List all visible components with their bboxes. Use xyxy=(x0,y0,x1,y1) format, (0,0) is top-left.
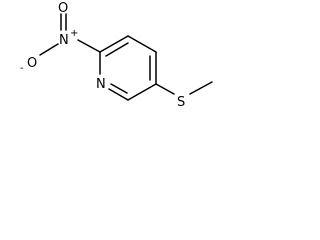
sulfur-label: S xyxy=(177,95,185,110)
bond-s-methyl xyxy=(189,81,213,95)
bond-c5-s xyxy=(155,83,175,95)
nitro-oxygen-left-label: O xyxy=(27,56,37,71)
nitro-nitrogen-label: N xyxy=(59,33,69,48)
bond-nitro-n-o-left xyxy=(39,43,59,56)
bond-c6-n1-double xyxy=(110,83,128,94)
molecule-structure: N + O O - N S xyxy=(20,1,213,110)
nitro-oxygen-top-label: O xyxy=(58,1,68,16)
bond-c2-c3-double xyxy=(105,42,129,57)
pyridine-ring xyxy=(99,35,157,101)
ring-nitrogen-label: N xyxy=(96,77,106,92)
nitro-nitrogen-charge: + xyxy=(70,28,78,39)
bond-c5-c6 xyxy=(127,83,157,101)
methylthio-group: S xyxy=(155,81,213,110)
bond-c3-c4 xyxy=(127,35,157,53)
nitro-oxygen-left-charge: - xyxy=(20,63,24,74)
nitro-group: N + O O - xyxy=(20,1,101,74)
bond-c2-nitro-n xyxy=(77,39,101,53)
bond-c6-n1 xyxy=(108,88,129,101)
bond-c2-c3 xyxy=(99,35,129,53)
